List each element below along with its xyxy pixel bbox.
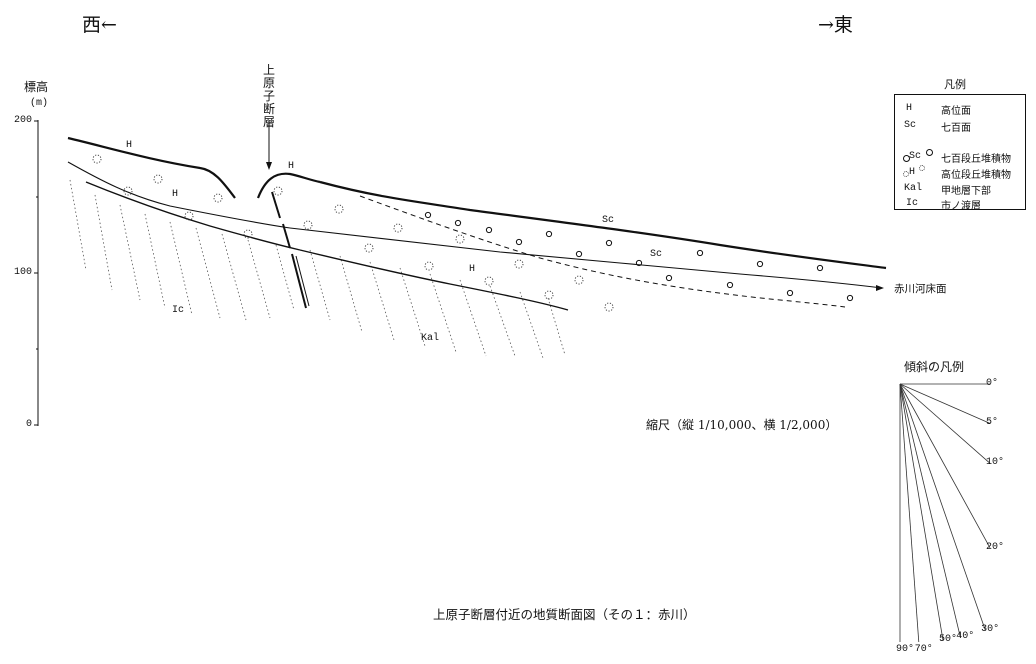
fault-name-label: 上原子断層 xyxy=(262,63,275,129)
slope-label-0: 0° xyxy=(986,378,999,389)
unit-label-sc-upper: Sc xyxy=(602,215,615,226)
legend-box: H 高位面 Sc 七百面 Sc 七百段丘堆積物 H 高位段丘堆積物 Kal 甲地… xyxy=(894,94,1026,212)
east-direction-label: →東 xyxy=(818,14,853,36)
y-axis xyxy=(34,120,39,426)
legend-text-h-deposit: 高位段丘堆積物 xyxy=(941,170,1011,181)
legend-code-sc-surface: Sc xyxy=(904,120,917,131)
fault-line xyxy=(266,123,310,309)
ic-formation-hatch xyxy=(69,179,295,321)
sc-deposit-gravels xyxy=(424,211,854,302)
terrace-base-line xyxy=(289,227,883,289)
slope-legend-rays xyxy=(899,383,991,643)
legend-text-kal: 甲地層下部 xyxy=(941,186,991,197)
legend-code-h-deposit: H xyxy=(909,167,916,178)
slope-legend-title: 傾斜の凡例 xyxy=(904,360,965,374)
legend-code-kal: Kal xyxy=(904,183,923,194)
slope-ray-50 xyxy=(899,383,944,641)
unit-label-h-mid: H xyxy=(172,189,179,200)
slope-ray-5 xyxy=(899,383,991,424)
unit-label-kal: Kal xyxy=(421,333,440,344)
slope-label-40: 40° xyxy=(956,630,975,642)
h-deposit-base-left xyxy=(67,161,291,229)
legend-gravel-dotted-icon-2 xyxy=(919,165,925,171)
y-axis-title: 標高 xyxy=(24,80,49,94)
legend-text-sc-surface: 七百面 xyxy=(941,123,971,134)
kal-formation-hatch xyxy=(309,249,566,359)
legend-code-ic: Ic xyxy=(906,198,919,209)
unit-label-h-upper: H xyxy=(126,140,133,151)
legend-gravel-small-icon xyxy=(903,155,910,162)
slope-label-30: 30° xyxy=(981,623,1000,635)
slope-ray-70 xyxy=(899,383,920,643)
slope-label-10: 10° xyxy=(986,457,1005,469)
slope-label-50: 50° xyxy=(939,634,958,646)
west-direction-label: 西← xyxy=(82,14,117,36)
h-surface-left xyxy=(67,136,236,199)
sc-deposit-base-dashed xyxy=(359,195,846,308)
y-tick-100: 100 xyxy=(14,267,33,278)
legend-text-h-surface: 高位面 xyxy=(941,106,971,117)
y-tick-200: 200 xyxy=(14,115,33,126)
y-axis-unit: (m) xyxy=(30,98,49,109)
legend-title: 凡例 xyxy=(944,78,966,91)
kal-upper-contact xyxy=(299,249,569,311)
h-deposit-gravels xyxy=(92,154,614,312)
unit-label-sc-lower: Sc xyxy=(650,249,663,260)
sc-surface xyxy=(319,180,887,270)
unit-label-ic: Ic xyxy=(172,305,185,316)
legend-code-sc-deposit: Sc xyxy=(909,151,922,162)
river-bed-marker xyxy=(876,285,884,291)
legend-code-h-surface: H xyxy=(906,103,913,114)
slope-label-70: 70° xyxy=(914,644,933,655)
legend-text-sc-deposit: 七百段丘堆積物 xyxy=(941,154,1011,165)
ic-upper-contact xyxy=(85,181,301,251)
legend-gravel-small-icon-2 xyxy=(926,149,933,156)
legend-text-ic: 市ノ渡層 xyxy=(941,201,981,212)
slope-ray-10 xyxy=(899,383,991,464)
slope-ray-30 xyxy=(899,383,986,630)
h-surface-fault xyxy=(256,172,321,199)
slope-ray-40 xyxy=(899,383,961,638)
slope-label-5: 5° xyxy=(986,417,999,429)
slope-ray-20 xyxy=(899,383,991,548)
figure-caption: 上原子断層付近の地質断面図（その１：赤川） xyxy=(433,607,696,622)
unit-label-h-lower: H xyxy=(469,264,476,275)
legend-gravel-dotted-icon xyxy=(903,171,909,177)
river-bed-label: 赤川河床面 xyxy=(894,283,947,295)
slope-label-90: 90° xyxy=(896,644,915,655)
slope-label-20: 20° xyxy=(986,541,1005,553)
y-tick-0: 0 xyxy=(26,419,33,430)
unit-label-h-fault: H xyxy=(288,161,295,172)
scale-text: 縮尺（縦 1/10,000、横 1/2,000） xyxy=(646,418,838,432)
